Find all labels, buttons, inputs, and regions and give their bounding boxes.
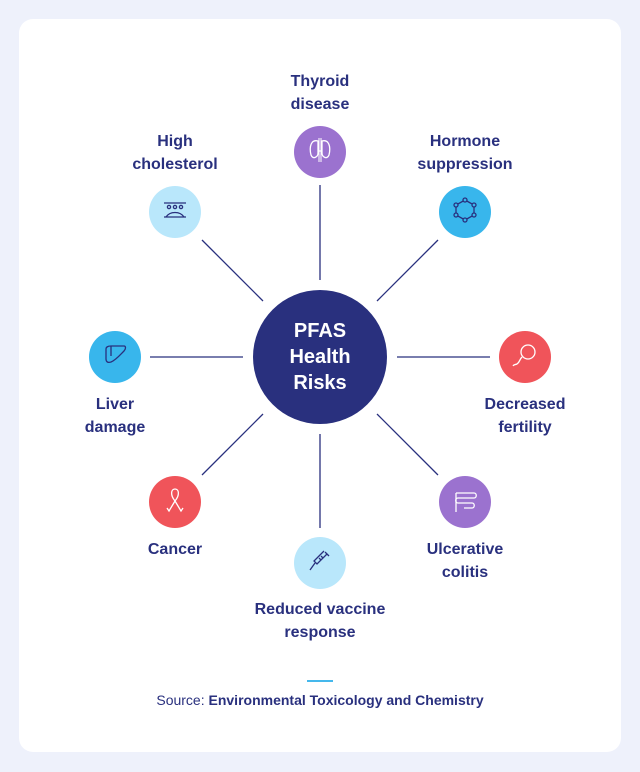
ribbon-icon	[160, 485, 190, 520]
hormone-molecule-icon	[450, 195, 480, 230]
liver-icon	[100, 340, 130, 375]
label-cancer: Cancer	[147, 541, 203, 558]
label-thyroid-disease: Thyroid disease	[290, 73, 350, 113]
hub-title: PFAS Health Risks	[289, 320, 351, 394]
source-divider	[307, 680, 333, 682]
artery-plaque-icon	[160, 195, 190, 230]
label-reduced-vaccine-response: Reduced vaccine response	[254, 601, 386, 641]
source-name: Environmental Toxicology and Chemistry	[208, 692, 484, 708]
node-thyroid	[294, 126, 346, 178]
center-hub: PFAS Health Risks	[253, 290, 387, 424]
node-vaccine	[294, 537, 346, 589]
sperm-egg-icon	[510, 340, 540, 375]
syringe-icon	[305, 546, 335, 581]
node-fertility	[499, 331, 551, 383]
node-cancer	[149, 476, 201, 528]
source-line: Source: Environmental Toxicology and Che…	[0, 692, 640, 708]
connector-hormone	[376, 239, 439, 302]
label-liver-damage: Liver damage	[84, 396, 146, 436]
thyroid-icon	[305, 135, 335, 170]
node-liver	[89, 331, 141, 383]
connector-cancer	[201, 413, 264, 476]
node-colitis	[439, 476, 491, 528]
label-ulcerative-colitis: Ulcerative colitis	[426, 541, 504, 581]
label-hormone-suppression: Hormone suppression	[417, 133, 513, 173]
label-high-cholesterol: High cholesterol	[132, 133, 218, 173]
label-decreased-fertility: Decreased fertility	[484, 396, 566, 436]
source-prefix: Source:	[156, 692, 205, 708]
node-cholesterol	[149, 186, 201, 238]
node-hormone	[439, 186, 491, 238]
connector-colitis	[376, 413, 439, 476]
intestine-icon	[450, 485, 480, 520]
connector-cholesterol	[201, 239, 264, 302]
